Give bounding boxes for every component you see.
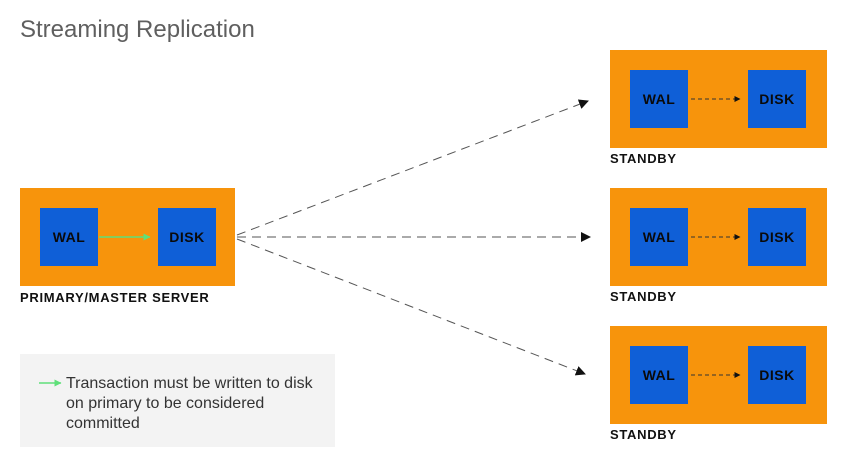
standby-server-1: WAL DISK	[610, 50, 827, 148]
standby-3-wal-box: WAL	[630, 346, 688, 404]
primary-wal-box: WAL	[40, 208, 98, 266]
standby-3-disk-box: DISK	[748, 346, 806, 404]
standby-server-2: WAL DISK	[610, 188, 827, 286]
standby-1-disk-box: DISK	[748, 70, 806, 128]
legend-text: Transaction must be written to disk on p…	[66, 375, 313, 432]
standby-server-3: WAL DISK	[610, 326, 827, 424]
standby-1-wal-box: WAL	[630, 70, 688, 128]
legend-box: Transaction must be written to disk on p…	[20, 354, 335, 447]
standby-2-label: STANDBY	[610, 289, 677, 304]
standby-3-label: STANDBY	[610, 427, 677, 442]
replication-arrow-1	[236, 99, 589, 236]
diagram-title: Streaming Replication	[20, 16, 255, 43]
standby-2-wal-box: WAL	[630, 208, 688, 266]
primary-label: PRIMARY/MASTER SERVER	[20, 290, 210, 305]
replication-arrow-3	[236, 238, 586, 376]
standby-1-label: STANDBY	[610, 151, 677, 166]
standby-2-disk-box: DISK	[748, 208, 806, 266]
primary-disk-box: DISK	[158, 208, 216, 266]
